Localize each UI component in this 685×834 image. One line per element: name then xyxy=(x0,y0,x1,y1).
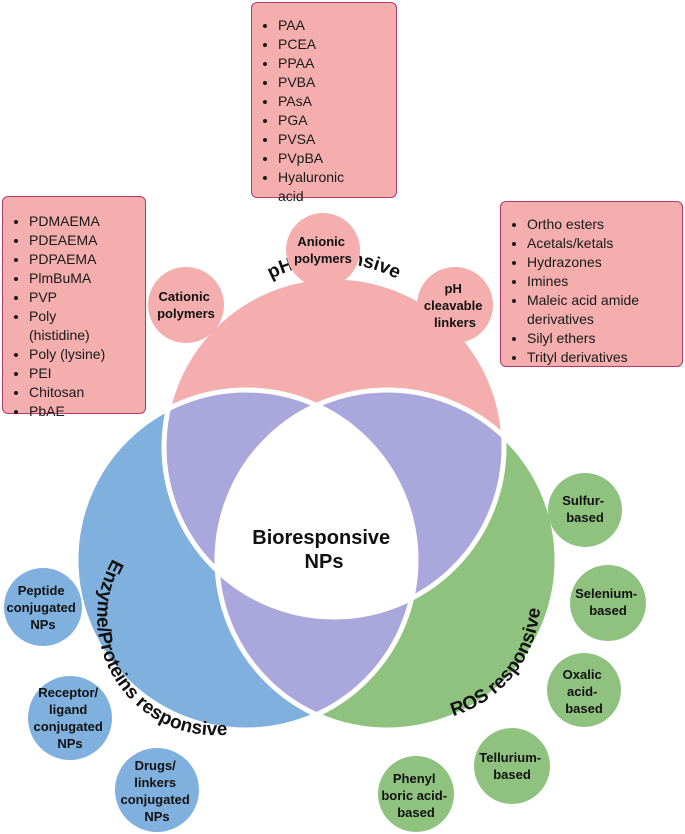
bubble-label: Receptor/ ligand conjugated NPs xyxy=(34,685,107,751)
bubble-label-line: ligand xyxy=(49,702,87,717)
bubble-shape xyxy=(378,756,454,832)
peptide-conjugated-bubble: Peptide conjugated NPs xyxy=(4,568,82,646)
bubble-label-line: Tellurium- xyxy=(479,750,541,765)
drugs-linkers-bubble: Drugs/ linkers conjugated NPs xyxy=(115,748,199,832)
list-item: Hyaluronic acid xyxy=(278,168,358,206)
bubble-label: Oxalic acid- based xyxy=(563,667,606,716)
list-item: Silyl ethers xyxy=(527,329,682,348)
bubble-label-line: Cationic xyxy=(159,289,210,304)
list-item: PGA xyxy=(278,111,396,130)
bubble-shape xyxy=(148,267,224,343)
oxalic-acid-based-bubble: Oxalic acid- based xyxy=(547,653,621,727)
bubble-label-line: NPs xyxy=(30,617,55,632)
bubble-label-line: Sulfur- xyxy=(562,493,604,508)
list-item: PEI xyxy=(29,364,145,383)
list-item: PPAA xyxy=(278,54,396,73)
bubble-shape xyxy=(286,213,360,287)
list-item: PAA xyxy=(278,16,396,35)
bubble-label: Phenyl boric acid- based xyxy=(381,771,450,820)
bubble-label: Drugs/ linkers conjugated NPs xyxy=(121,758,194,824)
bubble-label: Sulfur- based xyxy=(562,493,608,525)
bubble-label-line: NPs xyxy=(144,809,169,824)
anionic-polymers-bubble: Anionic polymers xyxy=(286,213,360,287)
bubble-label-line: Anionic xyxy=(297,234,345,249)
bubble-label-line: acid- xyxy=(567,684,597,699)
list-item: Poly (lysine) xyxy=(29,345,145,364)
list-item: Poly (histidine) xyxy=(29,307,99,345)
ros-circle-outline xyxy=(214,387,560,733)
bubble-label: Peptide conjugated NPs xyxy=(7,583,80,632)
bubble-label-line: conjugated xyxy=(121,792,190,807)
list-item: Hydrazones xyxy=(527,253,682,272)
bubble-label-line: Oxalic xyxy=(563,667,602,682)
cationic-polymers-list: PDMAEMA PDEAEMA PDPAEMA PlmBuMA PVP Poly… xyxy=(2,196,146,419)
bubble-shape xyxy=(570,565,646,641)
bubble-label: Anionic polymers xyxy=(294,234,352,266)
bubble-label-line: linkers xyxy=(434,315,476,330)
list-item: Chitosan xyxy=(29,383,145,402)
sulfur-based-bubble: Sulfur- based xyxy=(548,473,622,547)
bubble-shape xyxy=(474,728,550,804)
bubble-shape xyxy=(4,568,82,646)
bubble-label: Selenium- based xyxy=(575,586,641,618)
list-item: PbAE xyxy=(29,402,145,421)
bubble-label-line: linkers xyxy=(134,775,176,790)
list-item: PCEA xyxy=(278,35,396,54)
bubble-shape xyxy=(28,676,112,760)
bubble-shape xyxy=(547,653,621,727)
bubble-label-line: based xyxy=(397,805,435,820)
bubble-label: pH cleavable linkers xyxy=(424,281,486,330)
bubble-label-line: cleavable xyxy=(424,298,483,313)
bubble-shape xyxy=(548,473,622,547)
list-item: Acetals/ketals xyxy=(527,234,682,253)
bubble-label-line: Drugs/ xyxy=(135,758,177,773)
receptor-ligand-bubble: Receptor/ ligand conjugated NPs xyxy=(28,676,112,760)
center-title: Bioresponsive NPs xyxy=(252,527,395,573)
bubble-label: Cationic polymers xyxy=(157,289,215,321)
center-intersection xyxy=(217,390,416,617)
cationic-polymers-bubble: Cationic polymers xyxy=(148,267,224,343)
phenyl-boric-acid-based-bubble: Phenyl boric acid- based xyxy=(378,756,454,832)
bubble-label-line: Peptide xyxy=(18,583,65,598)
bubble-label-line: Selenium- xyxy=(575,586,637,601)
list-item: PVP xyxy=(29,288,145,307)
bubble-label-line: based xyxy=(589,603,627,618)
list-item: PVBA xyxy=(278,73,396,92)
list-item: PVSA xyxy=(278,130,396,149)
list-item: PDPAEMA xyxy=(29,250,145,269)
list-item: Maleic acid amide derivatives xyxy=(527,291,657,329)
bubble-label-line: polymers xyxy=(157,306,215,321)
anionic-polymers-list: PAA PCEA PPAA PVBA PAsA PGA PVSA PVpBA H… xyxy=(251,2,397,204)
list-item: Trityl derivatives xyxy=(527,348,682,367)
bubble-label-line: boric acid- xyxy=(381,788,447,803)
bubble-shape xyxy=(417,267,493,343)
list-item: PVpBA xyxy=(278,149,396,168)
bubble-label-line: based xyxy=(566,510,604,525)
bubble-label-line: conjugated xyxy=(7,600,76,615)
tellurium-based-bubble: Tellurium- based xyxy=(474,728,550,804)
list-item: PDEAEMA xyxy=(29,231,145,250)
bubble-label: Tellurium- based xyxy=(479,750,545,782)
center-title-line1: Bioresponsive xyxy=(252,527,390,549)
bubble-label-line: Phenyl xyxy=(393,771,436,786)
bubble-label-line: pH xyxy=(445,281,462,296)
enzyme-circle-outline xyxy=(73,387,419,733)
bubble-label-line: NPs xyxy=(57,736,82,751)
ph-cleavable-linkers-bubble: pH cleavable linkers xyxy=(417,267,493,343)
list-item: PAsA xyxy=(278,92,396,111)
list-item: PDMAEMA xyxy=(29,212,145,231)
center-title-line2: NPs xyxy=(305,551,344,573)
list-item: PlmBuMA xyxy=(29,269,145,288)
cleavable-linkers-list: Ortho esters Acetals/ketals Hydrazones I… xyxy=(500,201,683,367)
bubble-label-line: Receptor/ xyxy=(38,685,98,700)
list-item: Imines xyxy=(527,272,682,291)
selenium-based-bubble: Selenium- based xyxy=(570,565,646,641)
bubble-label-line: conjugated xyxy=(34,719,103,734)
bubble-label-line: polymers xyxy=(294,251,352,266)
bubble-shape xyxy=(115,748,199,832)
bubble-label-line: based xyxy=(565,701,603,716)
bubble-label-line: based xyxy=(493,767,531,782)
list-item: Ortho esters xyxy=(527,215,682,234)
